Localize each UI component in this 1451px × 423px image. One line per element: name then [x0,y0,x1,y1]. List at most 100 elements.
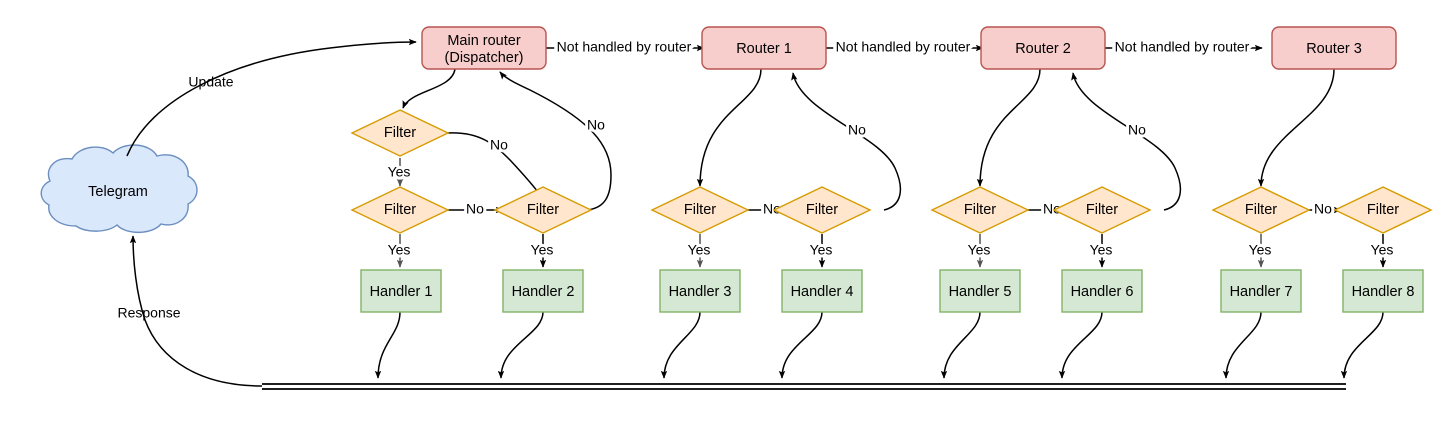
filter-2-label: Filter [527,202,559,218]
filter-1-label: Filter [384,202,416,218]
main-router-label-line2: (Dispatcher) [445,50,524,66]
handler-2-label: Handler 2 [512,284,575,300]
handler-6-box [1061,269,1143,313]
handler-1-label: Handler 1 [370,284,433,300]
node-filter-3[interactable]: Filter [650,186,750,234]
edge-label-yes-f5: Yes [968,242,991,258]
node-filter-6[interactable]: Filter [1052,186,1152,234]
node-handler-2[interactable]: Handler 2 [502,269,584,313]
edge-handler5-to-bus [940,311,981,379]
edge-label-no-f6: No [1128,122,1146,138]
node-filter-2[interactable]: Filter [493,186,593,234]
filter-0-shape [350,109,450,157]
node-handler-5[interactable]: Handler 5 [939,269,1021,313]
edge-label-yes-f7: Yes [1249,242,1272,258]
edge-mainrouter-to-filter0 [402,68,456,109]
handler-3-label: Handler 3 [669,284,732,300]
edge-handler3-to-bus [660,311,701,379]
node-filter-8[interactable]: Filter [1333,186,1433,234]
handler-4-box [781,269,863,313]
handler-6-label: Handler 6 [1071,284,1134,300]
edge-response [129,235,263,387]
edge-filter6-no-to-router2 [1071,72,1182,211]
router-3-label: Router 3 [1306,41,1362,57]
edge-label-yes-f8: Yes [1371,242,1394,258]
node-handler-4[interactable]: Handler 4 [781,269,863,313]
edge-update [126,38,417,157]
filter-1-shape [350,186,450,234]
node-main-router[interactable]: Main router (Dispatcher) [421,26,547,70]
edge-label-not-handled-3: Not handled by router [1115,39,1250,55]
edge-label-not-handled-1: Not handled by router [557,39,692,55]
node-handler-1[interactable]: Handler 1 [360,269,442,313]
node-filter-1[interactable]: Filter [350,186,450,234]
edge-label-yes-f0: Yes [388,164,411,180]
node-router-1[interactable]: Router 1 [701,26,827,70]
edge-label-no-f2: No [587,117,605,133]
edge-label-no-f0: No [490,137,508,153]
edge-label-yes-f6: Yes [1090,242,1113,258]
edge-label-yes-f2: Yes [531,242,554,258]
edge-handler2-to-bus [497,311,544,379]
node-filter-7[interactable]: Filter [1211,186,1311,234]
edge-router3-to-filter7 [1257,68,1335,187]
node-filter-5[interactable]: Filter [930,186,1030,234]
edge-label-update: Update [188,74,233,90]
edge-handler4-to-bus [778,311,823,379]
filter-8-label: Filter [1367,202,1399,218]
handler-7-box [1220,269,1302,313]
edge-label-yes-f3: Yes [688,242,711,258]
node-handler-6[interactable]: Handler 6 [1061,269,1143,313]
node-router-3[interactable]: Router 3 [1271,26,1397,70]
telegram-label: Telegram [88,184,148,200]
handler-4-label: Handler 4 [791,284,854,300]
router-2-label: Router 2 [1015,41,1071,57]
node-handler-7[interactable]: Handler 7 [1220,269,1302,313]
node-filter-0[interactable]: Filter [350,109,450,157]
edge-handler8-to-bus [1340,311,1384,379]
node-router-2[interactable]: Router 2 [980,26,1106,70]
node-handler-8[interactable]: Handler 8 [1342,269,1424,313]
node-filter-4[interactable]: Filter [772,186,872,234]
filter-5-label: Filter [964,202,996,218]
filter-3-label: Filter [684,202,716,218]
router-3-box [1271,26,1397,70]
edge-label-yes-f4: Yes [810,242,833,258]
filter-3-shape [650,186,750,234]
filter-7-shape [1211,186,1311,234]
handler-1-box [360,269,442,313]
node-handler-3[interactable]: Handler 3 [659,269,741,313]
edge-label-not-handled-2: Not handled by router [836,39,971,55]
edge-filter0-no-to-filter2 [446,132,542,197]
handler-7-label: Handler 7 [1230,284,1293,300]
handler-5-box [939,269,1021,313]
edge-label-response: Response [117,305,180,321]
edge-label-no-f3: No [763,201,781,217]
edge-label-no-f4: No [848,122,866,138]
telegram-cloud-node[interactable]: Telegram [40,144,198,234]
edge-handler7-to-bus [1222,311,1262,379]
cloud-shape [40,144,198,234]
edge-filter4-no-to-router1 [791,72,902,211]
filter-7-label: Filter [1245,202,1277,218]
edge-label-no-f1: No [466,201,484,217]
edge-handler6-to-bus [1058,311,1103,379]
filter-8-shape [1333,186,1433,234]
handler-8-box [1342,269,1424,313]
router-1-label: Router 1 [736,41,792,57]
filter-4-shape [772,186,872,234]
edge-label-no-f5: No [1043,201,1061,217]
main-router-label-line1: Main router [447,33,521,49]
handler-2-box [502,269,584,313]
edge-router1-to-filter3 [696,68,762,187]
router-2-box [980,26,1106,70]
filter-6-shape [1052,186,1152,234]
handler-3-box [659,269,741,313]
filter-6-label: Filter [1086,202,1118,218]
response-bus [262,383,1346,390]
router-1-box [701,26,827,70]
handler-8-label: Handler 8 [1352,284,1415,300]
edge-router2-to-filter5 [976,68,1041,187]
